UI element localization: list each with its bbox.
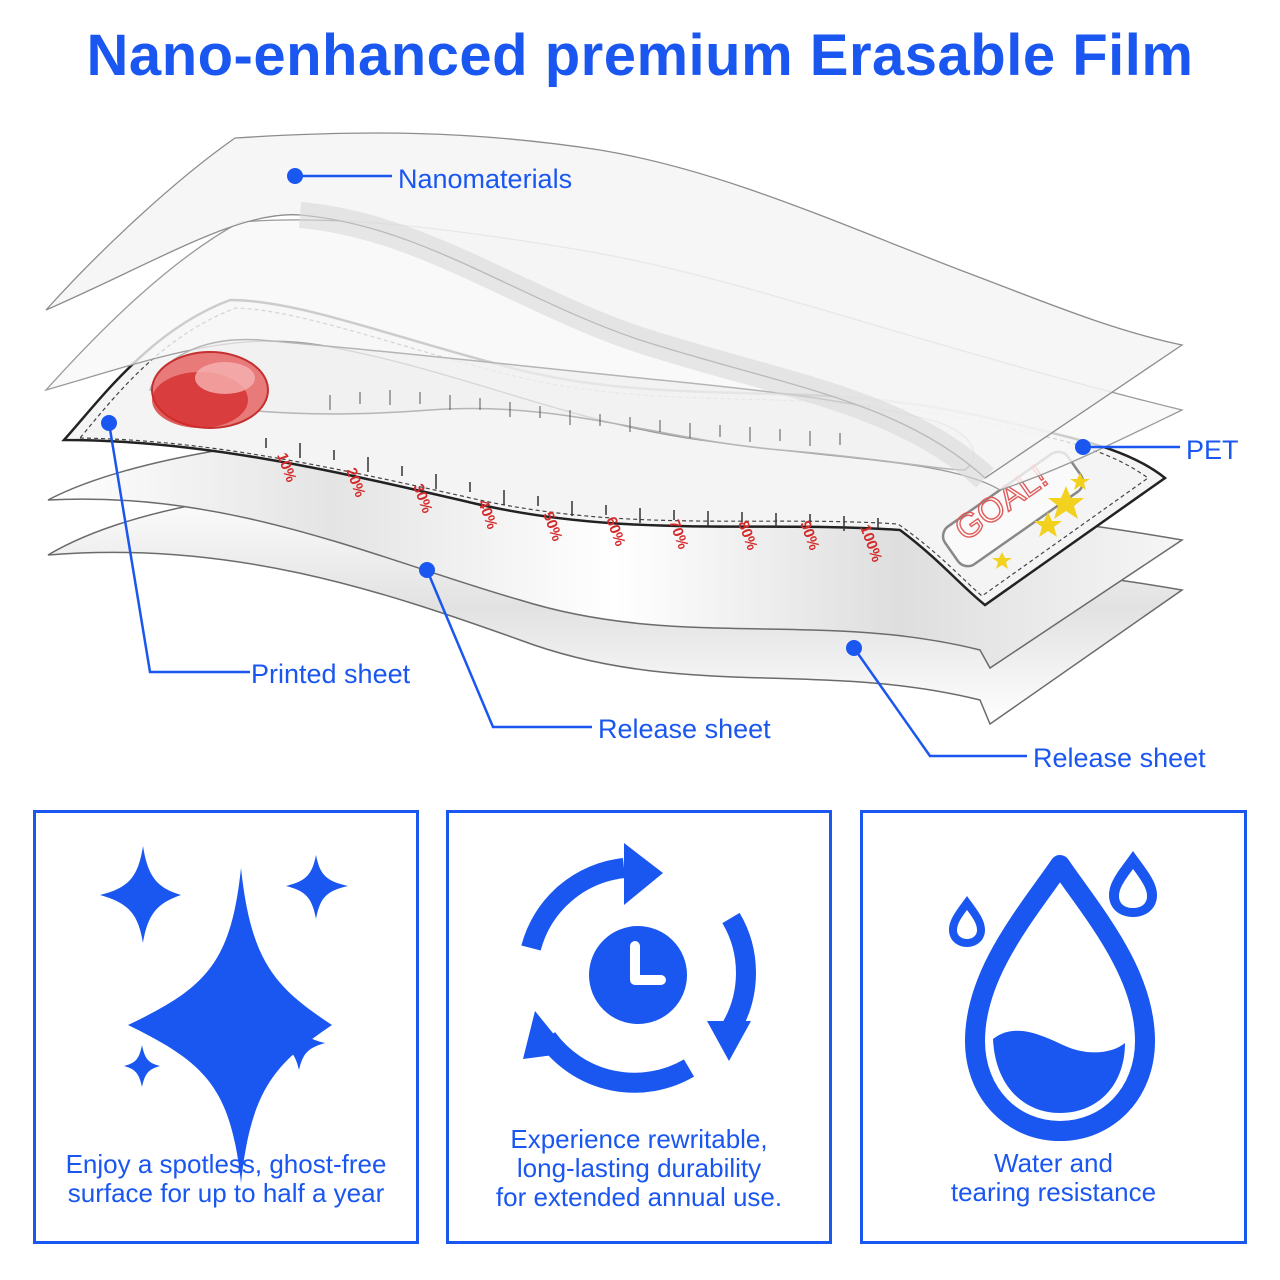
feature-text-line: Water and	[994, 1148, 1113, 1178]
feature-text-line: Enjoy a spotless, ghost-free	[65, 1149, 387, 1179]
feature-text-line: surface for up to half a year	[67, 1178, 385, 1208]
feature-text-line: tearing resistance	[950, 1177, 1157, 1207]
leader-line-release-sheet-bottom	[852, 647, 1027, 758]
label-release-sheet-middle: Release sheet	[598, 714, 771, 744]
marker-dot	[1075, 439, 1091, 455]
water-drop-icon	[949, 851, 1157, 1141]
leader-line-release-sheet-middle	[425, 569, 592, 729]
label-nanomaterials: Nanomaterials	[398, 164, 573, 194]
label-release-sheet-bottom: Release sheet	[1033, 743, 1206, 773]
feature-text-line: long-lasting durability	[516, 1153, 762, 1183]
marker-dot	[419, 562, 435, 578]
marker-dot	[287, 168, 303, 184]
label-printed-sheet: Printed sheet	[251, 659, 411, 689]
feature-text-line: Experience rewritable,	[510, 1124, 768, 1154]
layer-nanomaterials	[45, 132, 1184, 488]
feature-card-durability: Experience rewritable, long-lasting dura…	[446, 810, 832, 1244]
marker-dot	[846, 640, 862, 656]
recycle-clock-icon	[521, 843, 756, 1093]
star-icon	[992, 473, 1090, 569]
layer-diagram: 10% 20% 30% 40% 50% 60% 70% 80% 90% 100%…	[43, 132, 1184, 758]
label-pet: PET	[1186, 435, 1239, 465]
leader-line-printed-sheet	[107, 422, 250, 674]
red-bulb-icon	[151, 351, 269, 429]
page-title: Nano-enhanced premium Erasable Film	[86, 23, 1194, 88]
marker-dot	[101, 415, 117, 431]
feature-text-line: for extended annual use.	[495, 1182, 783, 1212]
feature-card-water: Water and tearing resistance	[860, 810, 1247, 1244]
feature-card-spotless: Enjoy a spotless, ghost-free surface for…	[33, 810, 419, 1244]
sparkle-icon	[100, 846, 348, 1183]
